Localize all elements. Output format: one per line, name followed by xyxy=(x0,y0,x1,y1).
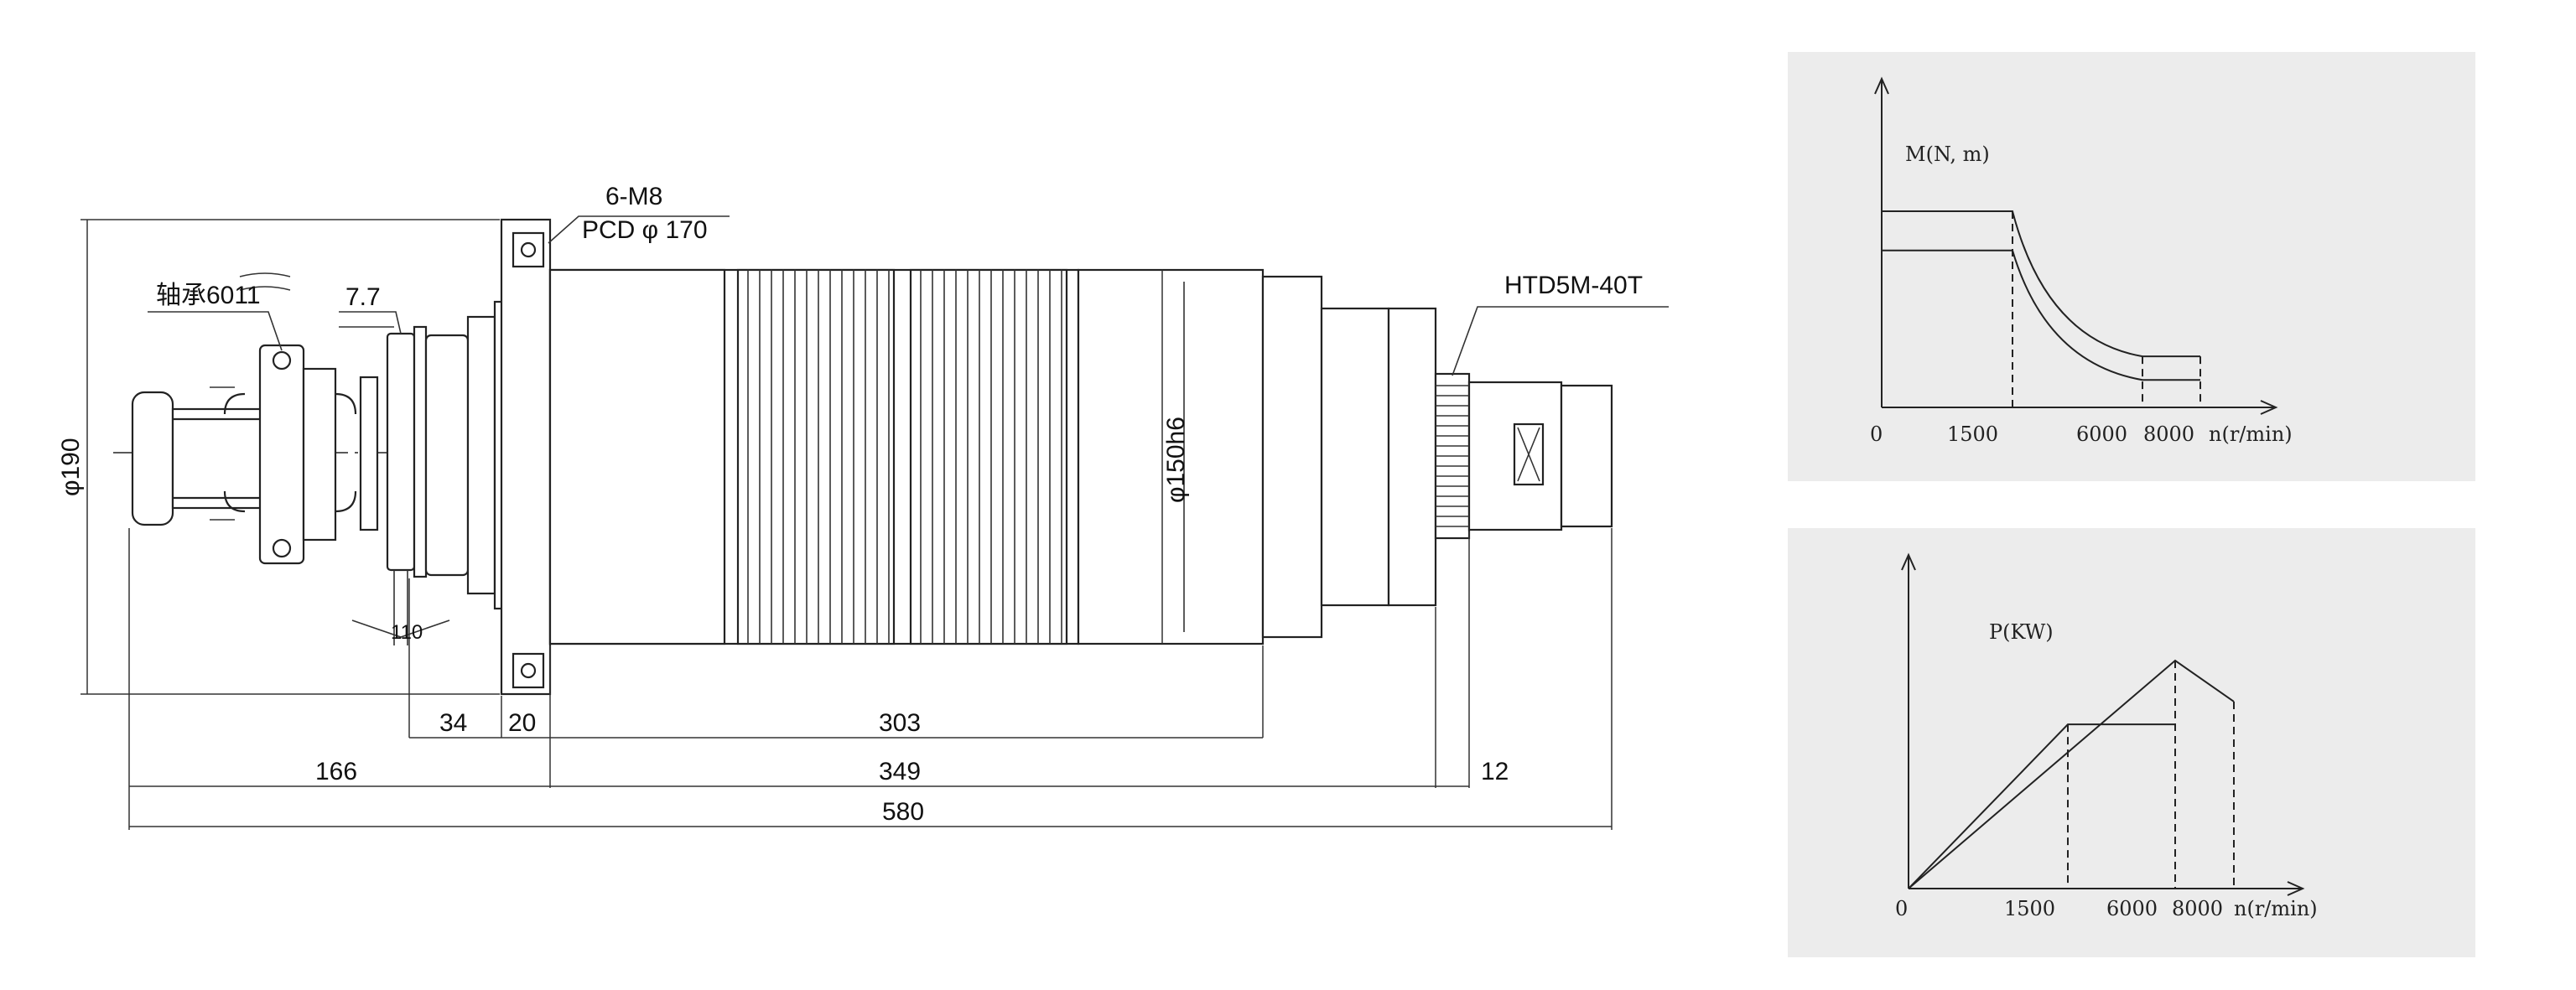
label-diameter-body: φ150h6 xyxy=(1162,417,1190,503)
torque-tick-6000: 6000 xyxy=(2076,422,2127,446)
label-pcd: PCD φ 170 xyxy=(582,216,708,244)
torque-y-arrow-icon xyxy=(1874,76,1889,95)
motor-body xyxy=(548,268,1437,645)
torque-chart: M(N, m) n(r/min) 0 1500 6000 8000 xyxy=(1788,52,2475,481)
dim-303: 303 xyxy=(879,709,921,737)
power-y-arrow-icon xyxy=(1901,552,1916,571)
torque-x-arrow-icon xyxy=(2260,400,2278,415)
power-x-label: n(r/min) xyxy=(2234,897,2318,920)
label-bolts: 6-M8 xyxy=(605,183,662,210)
pulley xyxy=(1434,372,1613,540)
torque-tick-8000: 8000 xyxy=(2143,422,2194,446)
label-angle: 110 xyxy=(391,621,423,644)
dim-166: 166 xyxy=(315,758,357,785)
torque-y-label: M(N, m) xyxy=(1905,143,1990,166)
shaft-assembly xyxy=(131,272,547,645)
power-chart: P(KW) n(r/min) 0 1500 6000 8000 xyxy=(1788,528,2475,957)
power-x-arrow-icon xyxy=(2287,881,2305,896)
torque-series-2 xyxy=(1882,249,2200,381)
cooling-fins xyxy=(736,268,1068,645)
torque-tick-1500: 1500 xyxy=(1947,422,1998,446)
power-tick-1500: 1500 xyxy=(2004,897,2055,920)
dim-20: 20 xyxy=(508,709,536,737)
dim-34: 34 xyxy=(439,709,467,737)
torque-series-1 xyxy=(1882,210,2200,358)
torque-origin: 0 xyxy=(1870,422,1883,446)
power-y-label: P(KW) xyxy=(1989,620,2054,644)
power-tick-6000: 6000 xyxy=(2106,897,2158,920)
bearing-housing xyxy=(258,344,305,565)
power-chart-panel xyxy=(1788,528,2475,957)
label-gap: 7.7 xyxy=(345,283,381,311)
flange xyxy=(500,218,552,696)
power-origin: 0 xyxy=(1895,897,1908,920)
leader-lines xyxy=(148,215,1669,376)
dim-12: 12 xyxy=(1481,758,1509,785)
torque-chart-panel xyxy=(1788,52,2475,481)
cable-icon xyxy=(239,272,291,291)
dim-349: 349 xyxy=(879,758,921,785)
power-tick-8000: 8000 xyxy=(2172,897,2223,920)
label-bearing: 轴承6011 xyxy=(156,282,261,309)
dim-580: 580 xyxy=(882,798,924,826)
torque-x-label: n(r/min) xyxy=(2209,422,2293,446)
label-diameter-main: φ190 xyxy=(57,438,85,496)
label-pulley: HTD5M-40T xyxy=(1504,272,1643,299)
dimension-lines xyxy=(80,219,1613,830)
